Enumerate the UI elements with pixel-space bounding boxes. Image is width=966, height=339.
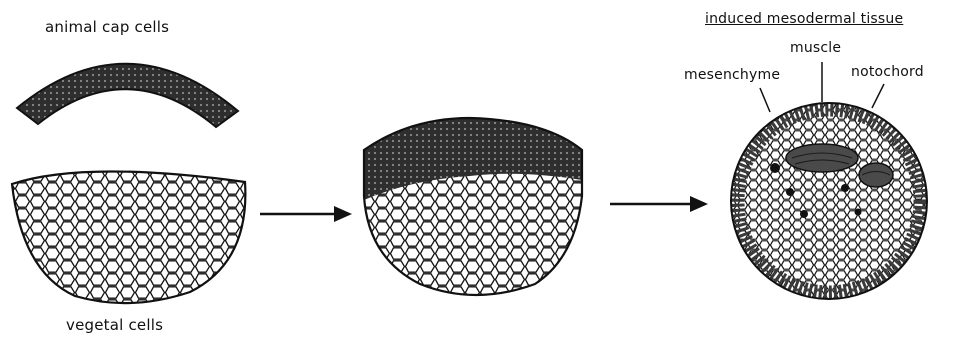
animal-cap-label: animal cap cells	[45, 18, 169, 36]
induced-tissue-sphere	[725, 100, 935, 305]
recombinant-explant	[355, 110, 590, 310]
mesenchyme-pointer-line	[760, 88, 770, 112]
notochord-tissue	[859, 163, 893, 187]
vegetal-cells-mass	[0, 150, 260, 320]
notochord-pointer-line	[872, 84, 884, 108]
muscle-label: muscle	[790, 40, 841, 56]
animal-cap-arc	[17, 64, 238, 127]
right-arrow-icon	[260, 206, 352, 222]
right-arrow-icon	[610, 196, 708, 212]
mesenchyme-label: mesenchyme	[684, 67, 780, 83]
vegetal-cells-label: vegetal cells	[66, 316, 163, 334]
muscle-tissue	[786, 144, 858, 172]
induced-tissue-label: induced mesodermal tissue	[705, 11, 903, 27]
notochord-label: notochord	[851, 64, 924, 80]
